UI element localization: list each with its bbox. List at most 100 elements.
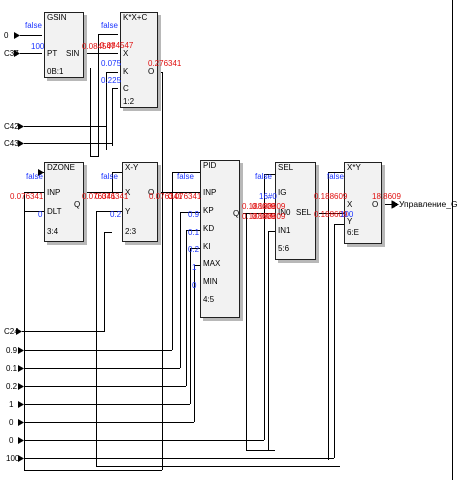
pid-inp-value: 0.076341 [168,192,202,201]
arrow-in-0b [18,437,24,444]
pid-kd-value: 0.1 [188,228,200,237]
pid-en-value: false [177,172,194,181]
block-sel[interactable]: SEL IG IN0 SEL IN1 5:6 [275,162,316,260]
block-kxc[interactable]: K*X+C X K O C 1:2 [120,12,158,108]
dz-en-value: false [26,172,43,181]
arrow-in-c42 [18,123,24,130]
pid-id: 4:5 [203,295,215,304]
mul-pin-y: Y [347,217,353,226]
mul-id: 6:E [347,228,360,237]
block-pid[interactable]: PID INP KP Q KD KI MAX MIN 4:5 [200,160,240,318]
arrow-in-c24 [16,328,22,335]
input-label-c42: C42 [4,122,19,131]
sel-pin-ig: IG [278,188,287,197]
input-label-0a: 0 [9,418,14,427]
gsin-out-value: 0.084547 [82,42,116,51]
block-sel-name: SEL [278,163,294,172]
dz-out-value: 0.076341 [82,192,116,201]
gsin-en-value: false [25,21,42,30]
xy-out-value: 0.076341 [149,192,183,201]
gsin-id: 0B:1 [47,67,64,76]
dzone-pin-inp: INP [47,188,61,197]
input-label-01: 0.1 [6,364,18,373]
kxc-pin-k: K [123,67,129,76]
input-label-09: 0.9 [6,346,18,355]
pid-min-value: 0 [192,281,197,290]
output-arrow [391,200,399,209]
dz-dlt-value: 0 [38,210,43,219]
input-label-c43: C43 [4,139,19,148]
xy-pin-o: O [148,188,155,197]
block-kxc-name: K*X+C [123,13,148,22]
sel-en-value: false [255,172,272,181]
pid-out-value-2: 0.188609 [242,212,276,221]
sel-out-value: 0.188609 [314,210,348,219]
pid-pin-kd: KD [203,224,215,233]
pid-pin-min: MIN [203,277,218,286]
xy-y-value: 0.2 [110,210,122,219]
arrow-in-09 [18,347,24,354]
xy-pin-x: X [125,188,131,197]
pid-pin-ki: KI [203,242,211,251]
kxc-x-value: 0.075 [101,59,122,68]
input-label-02: 0.2 [6,382,18,391]
input-label-0: 0 [4,31,9,40]
block-dzone[interactable]: DZONE INP Q DLT 3:4 [44,162,84,242]
block-gsin-name: GSIN [47,13,67,22]
kxc-out-value: 0.276341 [148,59,182,68]
block-gsin[interactable]: GSIN PT SIN 0B:1 [44,12,84,78]
arrow-in-02 [18,383,24,390]
kxc-en-value: false [101,21,118,30]
pid-kp-value: 0.9 [188,210,200,219]
mul-x-value: 0.188609 [314,192,348,201]
pid-out-value: 0.188609 [242,202,276,211]
mul-out-value: 18.8609 [372,192,401,201]
mul-y-value: 100 [340,210,354,219]
block-mul[interactable]: X*Y X O Y 6:E [344,162,382,244]
pid-pin-inp: INP [203,188,217,197]
sel-pin-in1: IN1 [278,226,291,235]
sel-in0-value-2: 0.188609 [252,212,286,221]
pid-pin-kp: KP [203,206,214,215]
arrow-in-01 [18,365,24,372]
pid-pin-max: MAX [203,259,221,268]
xy-en-value: false [101,172,118,181]
sel-ig-value: 16#0 [259,192,277,201]
input-label-c24: C24 [4,327,19,336]
input-label-1: 1 [9,400,14,409]
dzone-pin-dlt: DLT [47,207,62,216]
mul-pin-o: O [372,200,379,209]
kxc-pin-o: O [148,67,155,76]
gsin-pin-sin: SIN [66,49,80,58]
kxc-pin-c: C [123,84,129,93]
arrow-in-dz-en [38,169,44,176]
block-mul-name: X*Y [347,163,361,172]
arrow-in-1 [18,401,24,408]
arrow-in-c43 [18,140,24,147]
pid-ki-value: 0.2 [188,245,200,254]
gsin-pt-value: 100 [31,42,45,51]
mul-en-value: false [327,172,344,181]
xy-x-value: 0.076341 [95,192,129,201]
kxc-k-in-value: 0.084547 [100,41,134,50]
gsin-pin-pt: PT [47,49,58,58]
arrow-in-0a [18,419,24,426]
output-label: Управление_G_R [399,199,457,209]
xy-id: 2:3 [125,227,137,236]
dz-inp-value: 0.076341 [10,192,44,201]
dzone-id: 3:4 [47,227,59,236]
kxc-c-value: 0.225 [101,76,122,85]
arrow-in-c37 [14,50,20,57]
input-label-100: 100 [6,454,20,463]
dzone-pin-q: Q [74,200,81,209]
sel-pin-sel: SEL [296,208,312,217]
block-xy[interactable]: X-Y X O Y 2:3 [122,162,158,242]
sel-in0-value: 0.188609 [252,202,286,211]
arrow-in-0 [14,32,20,39]
kxc-pin-x: X [123,49,129,58]
sel-id: 5:6 [278,244,290,253]
block-xy-name: X-Y [125,163,139,172]
block-dzone-name: DZONE [47,163,75,172]
pid-max-value: 1 [192,263,197,272]
